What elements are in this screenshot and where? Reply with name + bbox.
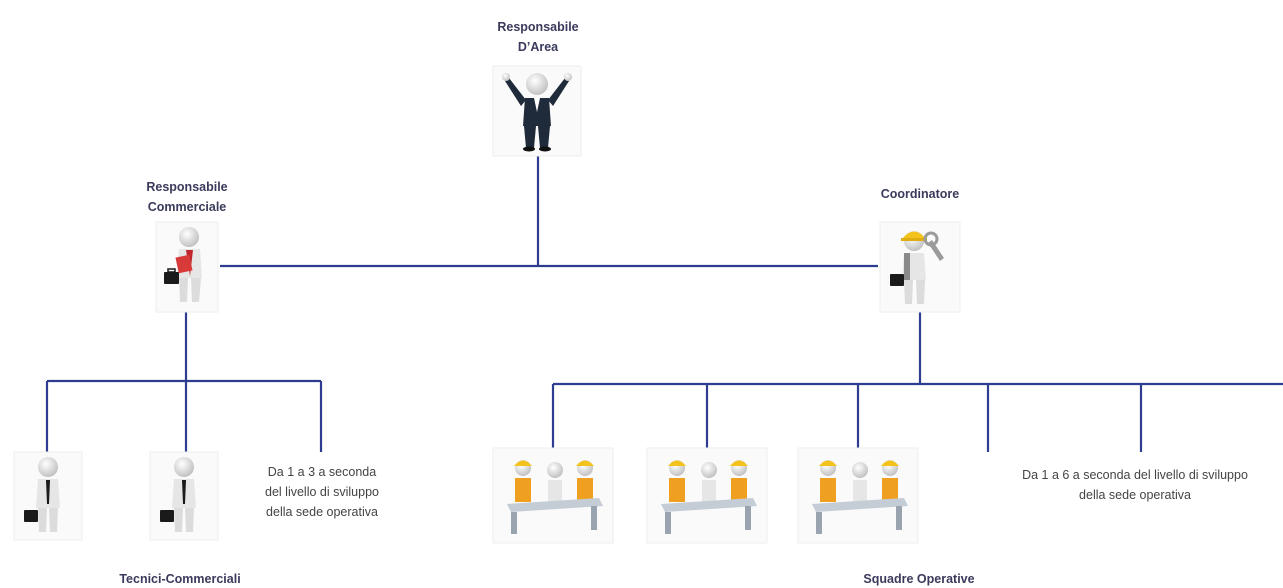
area-manager-title-line2: D’Area bbox=[517, 40, 559, 54]
commercial-manager-title-line1: Responsabile bbox=[146, 180, 228, 194]
operative-teams-label: Squadre Operative bbox=[863, 572, 975, 586]
connectors bbox=[45, 156, 1283, 452]
operative-teams-note-line1: Da 1 a 6 a seconda del livello di svilup… bbox=[1022, 468, 1248, 482]
businessman-briefcase-icon bbox=[13, 451, 83, 541]
team-at-desk-icon bbox=[797, 447, 919, 544]
businessman-briefcase-icon bbox=[149, 451, 219, 541]
team-at-desk-icon bbox=[646, 447, 768, 544]
technical-sales-note: Da 1 a 3 a seconda del livello di svilup… bbox=[238, 462, 406, 522]
manager-arms-raised-icon bbox=[492, 65, 582, 157]
technical-sales-note-line1: Da 1 a 3 a seconda bbox=[267, 465, 377, 479]
operative-teams-note-line2: della sede operativa bbox=[1079, 488, 1191, 502]
coordinator-title: Coordinatore bbox=[880, 187, 960, 201]
worker-hardhat-wrench-icon bbox=[879, 221, 961, 313]
team-at-desk-icon bbox=[492, 447, 614, 544]
manager-with-briefcase-icon bbox=[155, 221, 219, 313]
operative-teams-note: Da 1 a 6 a seconda del livello di svilup… bbox=[988, 465, 1282, 505]
area-manager-title: Responsabile D’Area bbox=[468, 17, 608, 57]
technical-sales-label: Tecnici-Commerciali bbox=[119, 572, 241, 586]
technical-sales-note-line2: del livello di sviluppo bbox=[265, 485, 379, 499]
area-manager-title-line1: Responsabile bbox=[497, 20, 579, 34]
commercial-manager-title: Responsabile Commerciale bbox=[117, 177, 257, 217]
technical-sales-note-line3: della sede operativa bbox=[266, 505, 378, 519]
commercial-manager-title-line2: Commerciale bbox=[147, 200, 227, 214]
